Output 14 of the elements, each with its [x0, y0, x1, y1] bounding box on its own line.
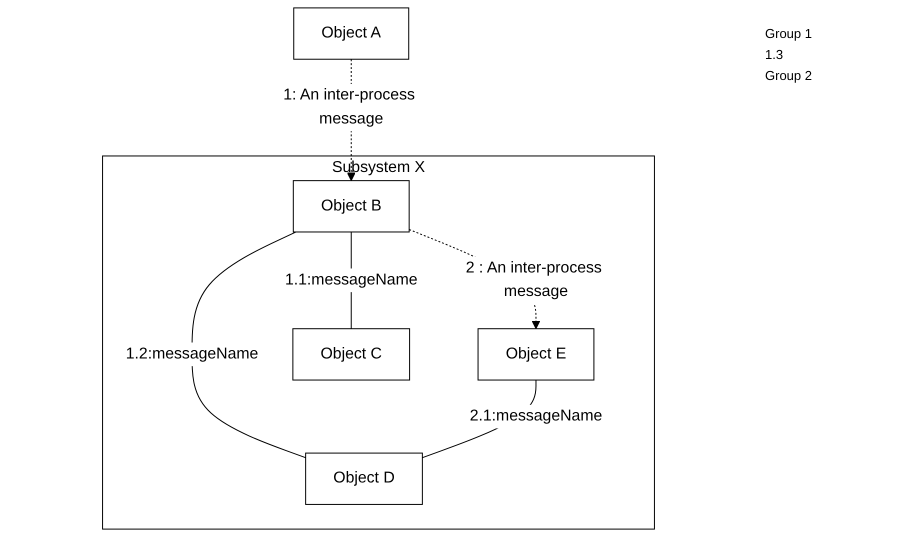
note-label: 1.3	[765, 47, 784, 62]
edge-label: 1.2:messageName	[126, 345, 258, 362]
edge-label: 1.1:messageName	[284, 271, 418, 288]
node-box: Object B	[292, 180, 410, 232]
node-box: Object E	[478, 328, 594, 381]
node-box: Object C	[292, 328, 410, 381]
node-box: Object A	[293, 7, 410, 60]
node-box: Object D	[305, 452, 423, 505]
note-label: Group 1	[765, 26, 813, 41]
edge-label: 2 : An inter-process message	[466, 260, 602, 300]
edge-label: 1: An inter-process message	[283, 86, 415, 128]
note-label: Group 2	[765, 68, 813, 83]
connector	[192, 231, 306, 458]
edge-label: 2.1:messageName	[470, 408, 602, 424]
